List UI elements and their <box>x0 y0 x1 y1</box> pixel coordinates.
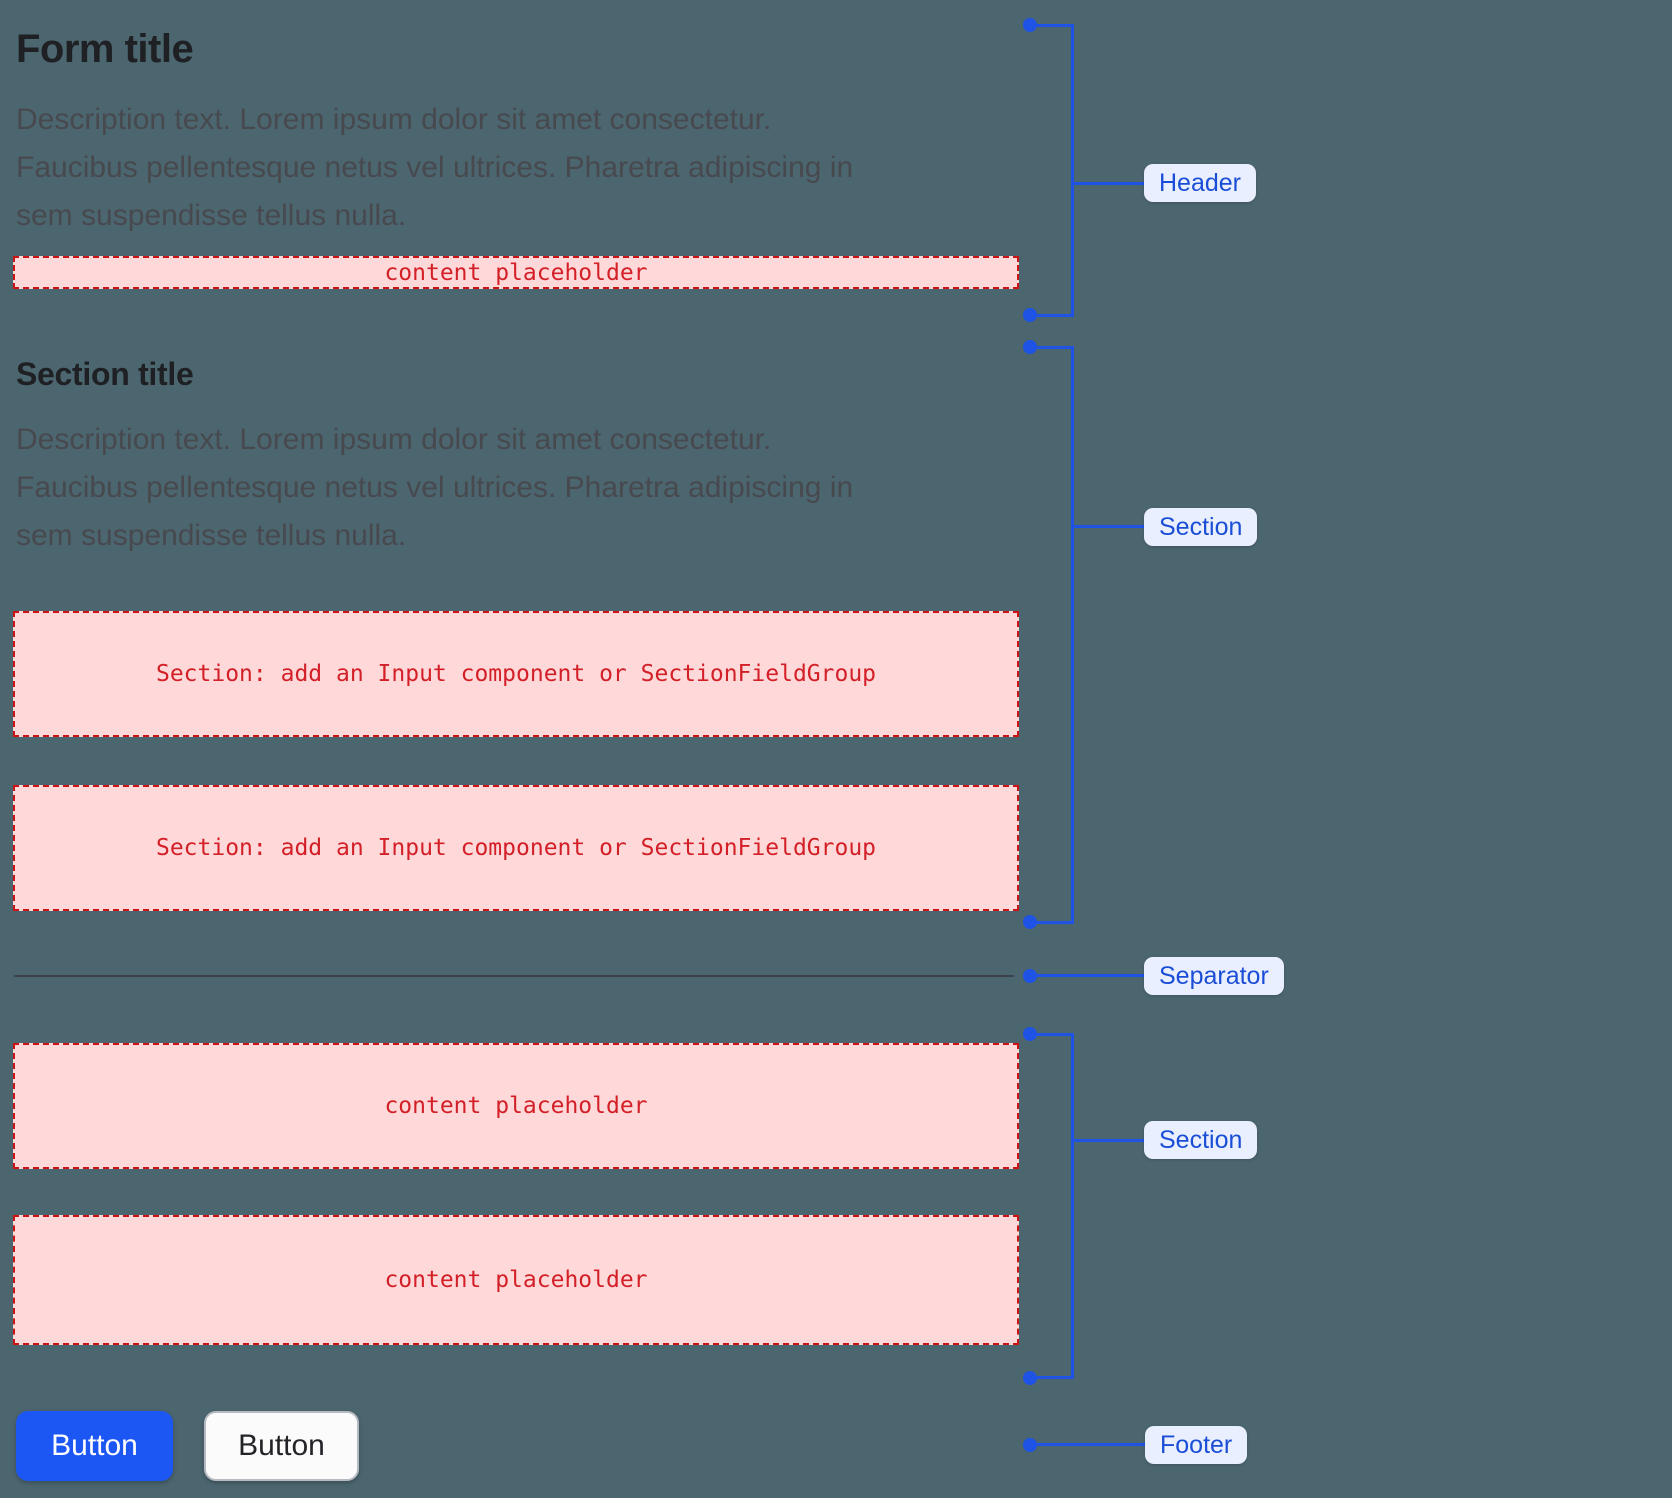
section1-annotation-label: Section <box>1144 508 1258 546</box>
footer-annotation-text: Footer <box>1160 1430 1233 1459</box>
primary-button[interactable]: Button <box>16 1411 173 1481</box>
separator-annotation-text: Separator <box>1159 961 1269 990</box>
section2-bracket-bottom-stub <box>1030 1376 1074 1379</box>
section2-bracket-top-stub <box>1030 1033 1074 1036</box>
footer-label-connector <box>1030 1443 1145 1446</box>
form-description-line: Description text. Lorem ipsum dolor sit … <box>16 103 772 136</box>
placeholder-label: content placeholder <box>384 259 648 286</box>
section2-annotation-label: Section <box>1144 1121 1258 1159</box>
header-label-connector <box>1073 182 1144 185</box>
section1-bracket-bottom-dot <box>1023 915 1037 929</box>
separator-annotation-label: Separator <box>1144 957 1284 995</box>
header-annotation-text: Header <box>1159 168 1241 197</box>
placeholder-label: Section: add an Input component or Secti… <box>155 835 877 861</box>
header-bracket-bottom-stub <box>1030 314 1074 317</box>
section-slot-placeholder: Section: add an Input component or Secti… <box>13 785 1019 911</box>
section-description: Description text. Lorem ipsum dolor sit … <box>16 416 1006 560</box>
section1-bracket-top-stub <box>1030 346 1074 349</box>
header-bracket-vertical <box>1071 24 1074 317</box>
section1-annotation-text: Section <box>1159 512 1243 541</box>
section2-content-placeholder: content placeholder <box>13 1215 1019 1345</box>
section1-bracket-vertical <box>1071 346 1074 924</box>
section-description-line: Description text. Lorem ipsum dolor sit … <box>16 423 772 456</box>
section2-content-placeholder: content placeholder <box>13 1043 1019 1169</box>
section-description-line: sem suspendisse tellus nulla. <box>16 519 407 552</box>
separator-line <box>14 975 1014 977</box>
header-annotation-label: Header <box>1144 164 1256 202</box>
section-title: Section title <box>16 356 194 392</box>
section1-label-connector <box>1073 525 1144 528</box>
section2-bracket-bottom-dot <box>1023 1371 1037 1385</box>
secondary-button[interactable]: Button <box>204 1411 359 1481</box>
form-title: Form title <box>16 27 194 71</box>
header-bracket-top-stub <box>1030 24 1074 27</box>
form-description-line: sem suspendisse tellus nulla. <box>16 199 407 232</box>
secondary-button-label: Button <box>238 1429 325 1462</box>
section2-annotation-text: Section <box>1159 1125 1243 1154</box>
separator-label-connector <box>1030 974 1144 977</box>
section2-label-connector <box>1073 1139 1144 1142</box>
placeholder-label: Section: add an Input component or Secti… <box>155 661 877 687</box>
placeholder-label: content placeholder <box>384 1093 648 1119</box>
section2-bracket-vertical <box>1071 1033 1074 1379</box>
primary-button-label: Button <box>51 1429 138 1462</box>
form-description-line: Faucibus pellentesque netus vel ultrices… <box>16 151 854 184</box>
section-description-line: Faucibus pellentesque netus vel ultrices… <box>16 471 854 504</box>
section-slot-placeholder: Section: add an Input component or Secti… <box>13 611 1019 737</box>
form-description: Description text. Lorem ipsum dolor sit … <box>16 96 1006 240</box>
header-content-placeholder: content placeholder <box>13 256 1019 289</box>
footer-annotation-label: Footer <box>1145 1426 1248 1464</box>
section1-bracket-bottom-stub <box>1030 921 1074 924</box>
placeholder-label: content placeholder <box>384 1267 648 1293</box>
header-bracket-bottom-dot <box>1023 308 1037 322</box>
